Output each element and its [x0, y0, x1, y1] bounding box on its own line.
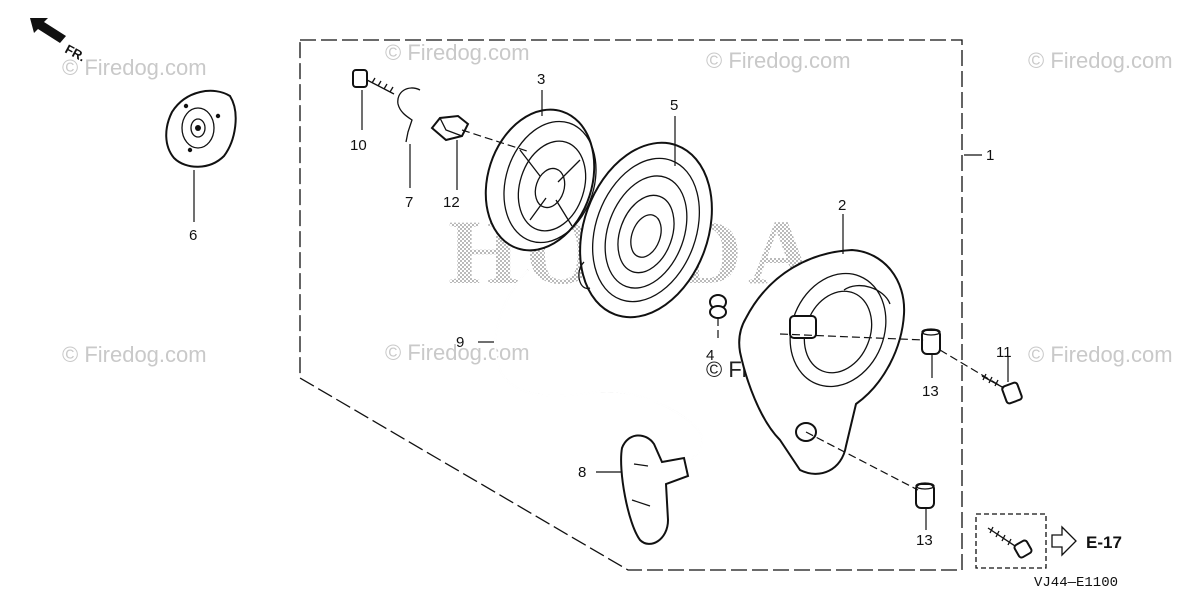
callout-4: 4: [706, 347, 714, 364]
collar-part: [709, 294, 727, 319]
recoil-case-part: [738, 248, 906, 475]
callout-5: 5: [670, 97, 678, 114]
assembly-outline: [299, 39, 963, 571]
watermark-text: © Firedog.com: [1028, 342, 1173, 367]
callout-2: 2: [838, 197, 846, 214]
callout-7: 7: [405, 194, 413, 211]
callout-12: 12: [443, 194, 460, 211]
ratchet-spring-part: [397, 87, 421, 143]
watermark-text: © Firedog.com: [706, 48, 851, 73]
callout-9: 9: [456, 334, 464, 351]
callout-13: 13: [922, 383, 939, 400]
watermark-text: © Firedog.com: [62, 342, 207, 367]
callout-6: 6: [189, 227, 197, 244]
starter-grip-part: [620, 434, 690, 545]
leader-lines: [193, 90, 1009, 530]
watermark-text: © Firedog.com: [1028, 48, 1173, 73]
arrow-front-icon: [30, 18, 66, 43]
callout-13: 13: [916, 532, 933, 549]
watermark-text: © Firedog.com: [385, 340, 530, 365]
recoil-spring-part: [578, 141, 713, 319]
reel-part: [484, 108, 597, 252]
diagram-code: VJ44—E1100: [1034, 575, 1118, 591]
watermark-text: © Firedog.com: [385, 40, 530, 65]
reference-label: E-17: [1086, 533, 1122, 552]
spacer-collar-part: [915, 482, 935, 509]
callout-1: 1: [986, 147, 994, 164]
flange-bolt-part: [352, 69, 395, 95]
pulley-flange-part: [165, 89, 237, 168]
reference-box: [975, 513, 1047, 569]
callout-8: 8: [578, 464, 586, 481]
hollow-arrow-right-icon: [1051, 525, 1077, 557]
watermark-text: © Firedog.com: [62, 55, 207, 80]
spacer-collar-part: [921, 328, 941, 355]
callout-10: 10: [350, 137, 367, 154]
ratchet-part: [430, 114, 470, 142]
callout-3: 3: [537, 71, 545, 88]
callout-11: 11: [996, 344, 1012, 361]
